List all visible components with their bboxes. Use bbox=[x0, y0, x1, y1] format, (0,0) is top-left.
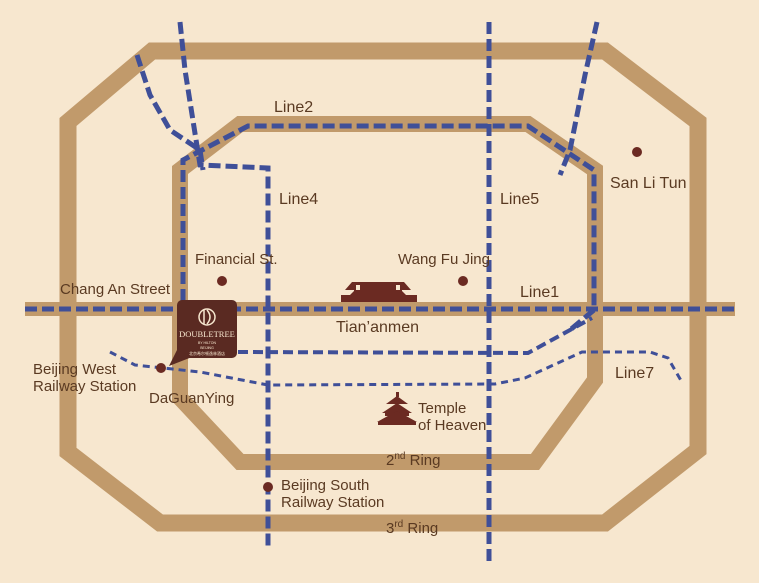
label-beijing-west-2: Railway Station bbox=[33, 378, 136, 395]
label-daguanying: DaGuanYing bbox=[149, 390, 234, 407]
label-line1: Line1 bbox=[520, 284, 559, 301]
label-line7: Line7 bbox=[615, 365, 654, 382]
poi-financial-st bbox=[217, 276, 227, 286]
second-ring-number: 2 bbox=[386, 452, 394, 469]
label-beijing-west-1: Beijing West bbox=[33, 361, 117, 378]
label-chang-an-street: Chang An Street bbox=[60, 281, 171, 298]
label-temple-2: of Heaven bbox=[418, 417, 486, 434]
logo-chinese: 北京希尔顿逸林酒店 bbox=[189, 350, 225, 356]
logo-brand: DOUBLETREE bbox=[179, 329, 235, 339]
line-hotel-east-path bbox=[237, 316, 593, 356]
temple-of-heaven-icon bbox=[377, 392, 417, 425]
label-financial-st: Financial St. bbox=[195, 251, 278, 268]
line-nw-path bbox=[134, 54, 206, 171]
logo-city: BEIJING bbox=[200, 346, 214, 350]
label-wang-fu-jing: Wang Fu Jing bbox=[398, 251, 490, 268]
poi-daguanying bbox=[156, 363, 166, 373]
third-ring-suffix: Ring bbox=[403, 520, 438, 537]
third-ring-road bbox=[59, 42, 707, 532]
label-san-li-tun: San Li Tun bbox=[610, 175, 687, 192]
poi-wang-fu-jing bbox=[458, 276, 468, 286]
label-temple-1: Temple bbox=[418, 400, 466, 417]
line2-path bbox=[180, 123, 597, 335]
logo-sub: BY HILTON bbox=[198, 341, 217, 345]
label-line5: Line5 bbox=[500, 191, 539, 208]
label-third-ring: 3rd Ring bbox=[386, 519, 438, 537]
third-ring-sup: rd bbox=[394, 519, 403, 530]
second-ring-sup: nd bbox=[394, 451, 405, 462]
tiananmen-icon bbox=[341, 282, 417, 302]
label-line4: Line4 bbox=[279, 191, 318, 208]
line4-path bbox=[177, 21, 271, 550]
poi-san-li-tun bbox=[632, 147, 642, 157]
line7-path bbox=[109, 350, 685, 387]
poi-beijing-south bbox=[263, 482, 273, 492]
label-beijing-south-2: Railway Station bbox=[281, 494, 384, 511]
line-ne-path bbox=[557, 21, 600, 176]
label-beijing-south-1: Beijing South bbox=[281, 477, 369, 494]
doubletree-hotel-marker[interactable]: DOUBLETREE BY HILTON BEIJING 北京希尔顿逸林酒店 bbox=[169, 300, 237, 366]
third-ring-number: 3 bbox=[386, 520, 394, 537]
label-line2: Line2 bbox=[274, 99, 313, 116]
second-ring-suffix: Ring bbox=[405, 452, 440, 469]
label-second-ring: 2nd Ring bbox=[386, 451, 441, 469]
label-tiananmen: Tian’anmen bbox=[336, 319, 419, 336]
